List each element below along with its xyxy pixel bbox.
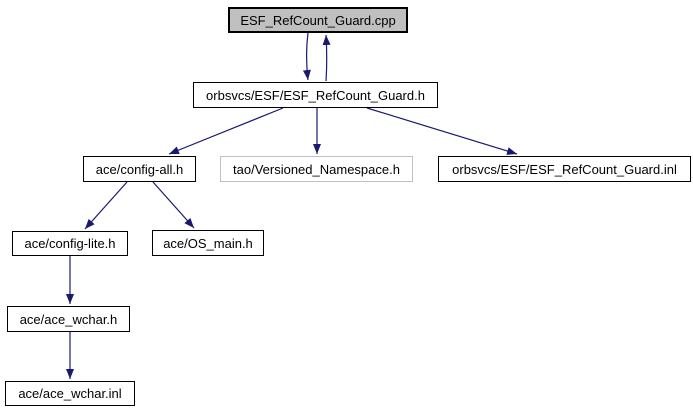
node-ace-ace-wchar-inl[interactable]: ace/ace_wchar.inl <box>5 381 135 406</box>
node-esf-refcount-guard-cpp: ESF_RefCount_Guard.cpp <box>228 7 408 33</box>
edge-header-to-inl <box>366 107 518 155</box>
node-ace-os-main-h[interactable]: ace/OS_main.h <box>152 230 264 256</box>
edge-header-to-config-all <box>168 107 284 155</box>
node-orbsvcs-esf-refcount-guard-inl[interactable]: orbsvcs/ESF/ESF_RefCount_Guard.inl <box>438 156 691 182</box>
edge-cpp-to-header <box>302 32 311 81</box>
node-ace-ace-wchar-h[interactable]: ace/ace_wchar.h <box>7 306 130 332</box>
edge-config-all-to-os-main <box>152 181 195 229</box>
node-ace-config-all-h[interactable]: ace/config-all.h <box>83 156 196 182</box>
edge-config-all-to-config-lite <box>84 181 128 230</box>
edge-header-to-cpp <box>322 34 331 82</box>
node-tao-versioned-namespace-h: tao/Versioned_Namespace.h <box>220 156 413 182</box>
node-orbsvcs-esf-refcount-guard-h[interactable]: orbsvcs/ESF/ESF_RefCount_Guard.h <box>193 82 438 108</box>
node-ace-config-lite-h[interactable]: ace/config-lite.h <box>12 231 128 256</box>
